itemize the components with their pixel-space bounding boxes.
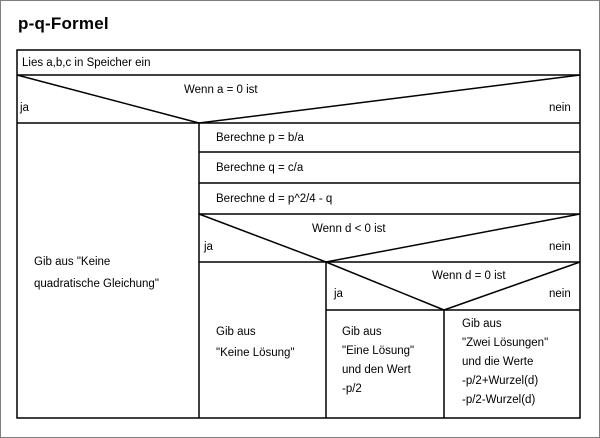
cond-d-zero-diagonal-left xyxy=(325,261,445,311)
out-one-solution: Gib aus "Eine Lösung" und den Wert -p/2 xyxy=(342,326,415,395)
cond-d-neg-yes: ja xyxy=(204,241,213,253)
out-no-solution: Gib aus "Keine Lösung" xyxy=(216,326,295,359)
out-not-quadratic: Gib aus "Keine quadratische Gleichung" xyxy=(34,256,159,290)
cond-d-neg-no: nein xyxy=(549,241,571,253)
cond-a-diagonal-left xyxy=(16,74,200,124)
cond-d-zero-yes: ja xyxy=(334,288,343,300)
diagram-title: p-q-Formel xyxy=(18,14,109,33)
step-calc-d: Berechne d = p^2/4 - q xyxy=(216,193,333,205)
out-two-solutions: Gib aus "Zwei Lösungen" und die Werte -p… xyxy=(462,318,549,406)
step-calc-p: Berechne p = b/a xyxy=(216,132,304,144)
outer-box xyxy=(16,49,581,419)
cond-a-yes: ja xyxy=(20,102,29,114)
cond-d-neg-diagonal-right xyxy=(325,213,581,263)
cond-a-diagonal-right xyxy=(198,74,581,124)
cond-d-neg-diagonal-left xyxy=(198,213,327,263)
cond-d-zero-diagonal-right xyxy=(443,261,581,311)
step-calc-q: Berechne q = c/a xyxy=(216,162,304,174)
cond-a-label: Wenn a = 0 ist xyxy=(184,84,258,96)
step-read: Lies a,b,c in Speicher ein xyxy=(22,57,151,69)
cond-d-zero-no: nein xyxy=(549,288,571,300)
cond-a-no: nein xyxy=(549,102,571,114)
cond-d-zero-label: Wenn d = 0 ist xyxy=(432,270,506,282)
cond-d-neg-label: Wenn d < 0 ist xyxy=(312,223,386,235)
